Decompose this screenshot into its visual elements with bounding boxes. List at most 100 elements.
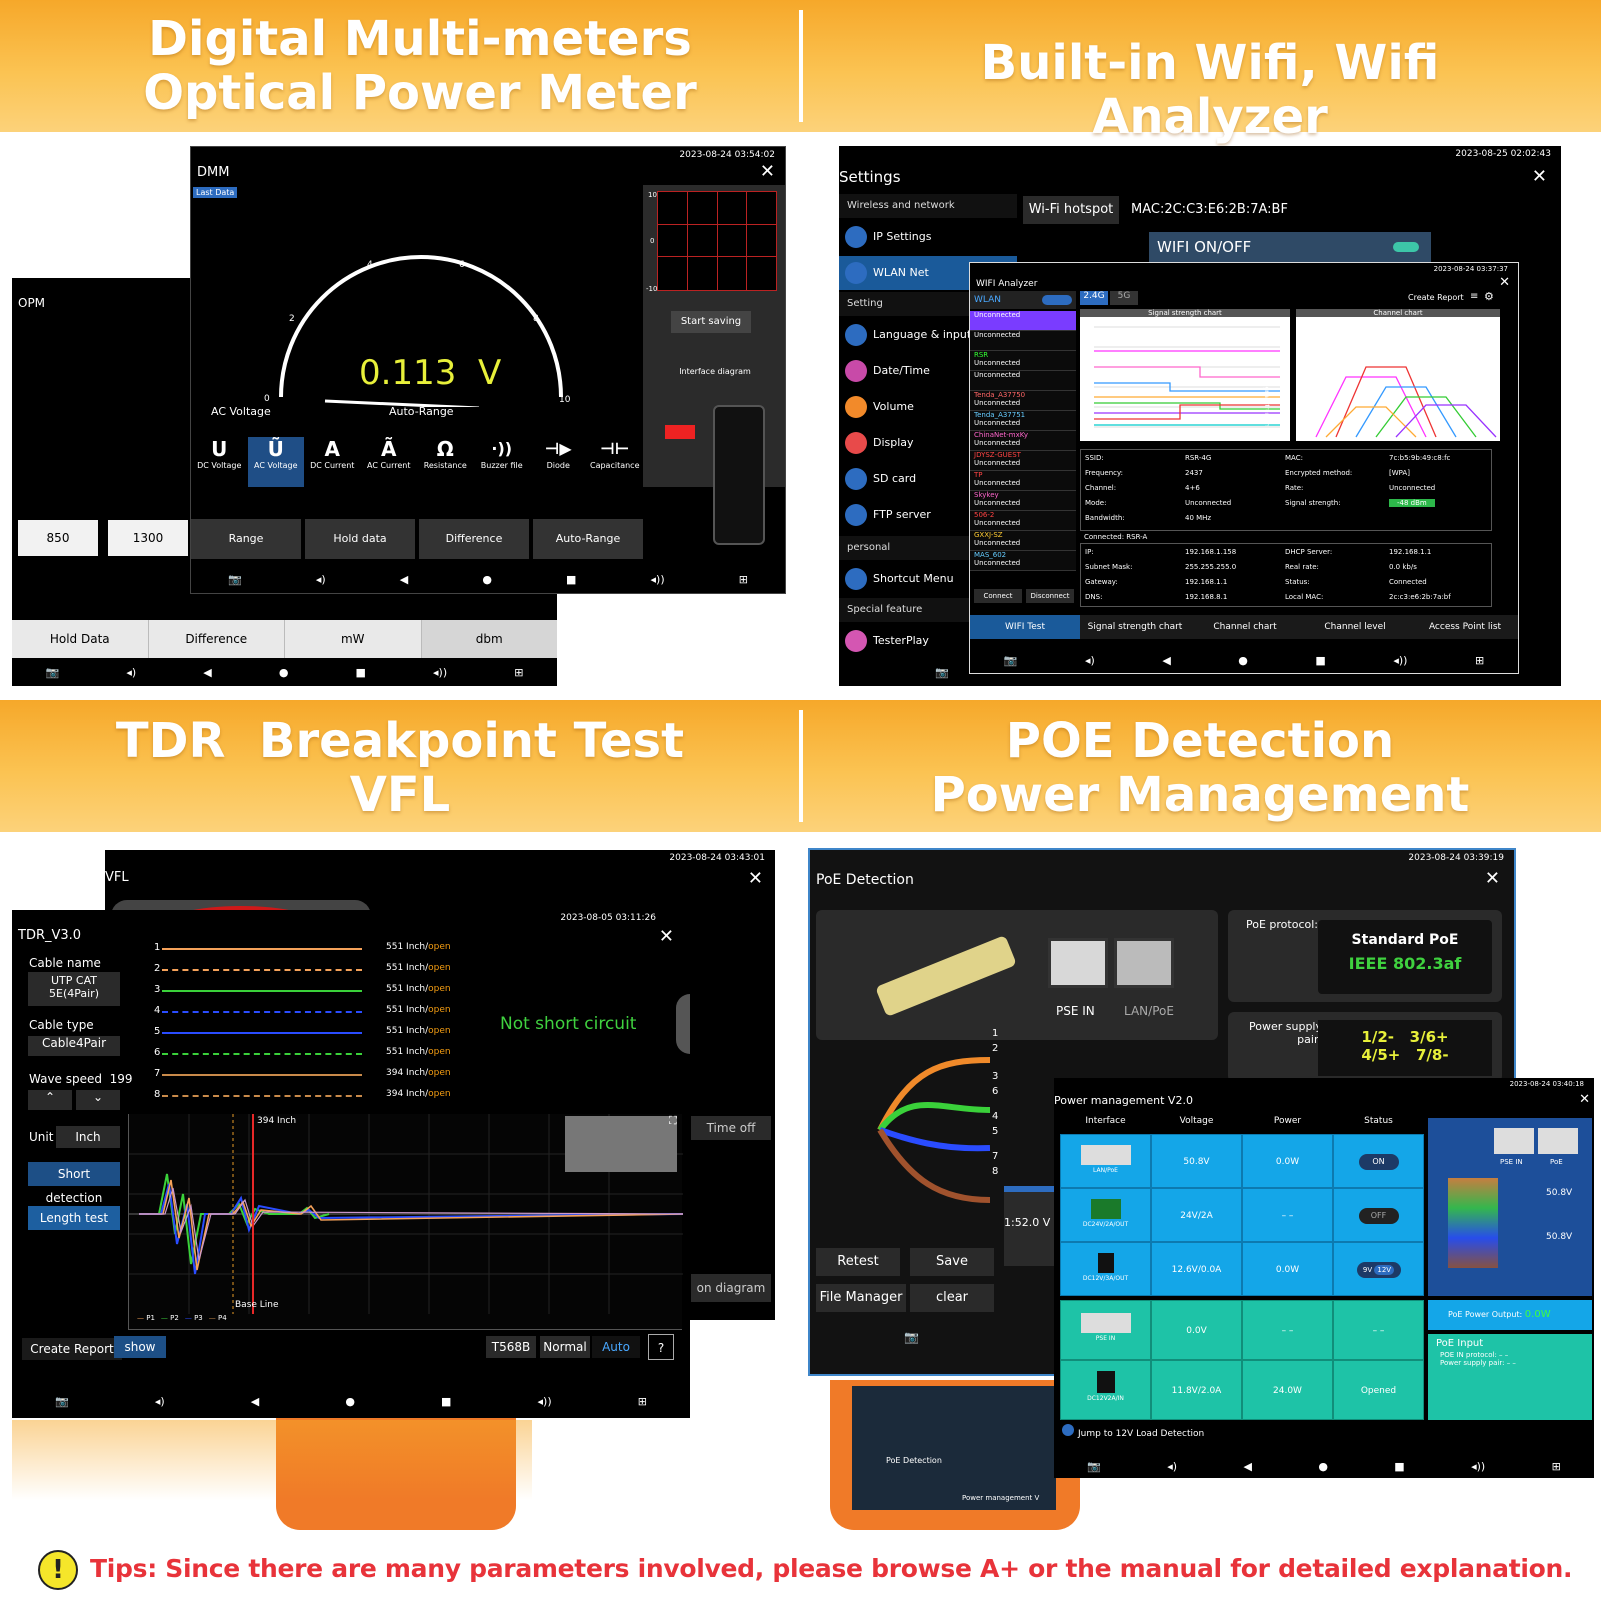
camera-icon[interactable]: 📷 — [1003, 653, 1018, 667]
close-icon[interactable]: ✕ — [658, 926, 674, 947]
volume-up-icon[interactable]: ◂)) — [1471, 1459, 1486, 1473]
filter-icon[interactable]: ≡ — [1470, 291, 1479, 302]
menu-sd-card[interactable]: SD card — [839, 462, 1017, 496]
apps-icon[interactable]: ⊞ — [637, 1394, 647, 1408]
auto-button[interactable]: Auto — [592, 1336, 640, 1358]
cable-type-field[interactable]: Cable4Pair — [28, 1036, 120, 1056]
wlan-item[interactable]: Unconnected — [970, 371, 1076, 391]
show-button[interactable]: show — [114, 1336, 166, 1358]
volume-down-icon[interactable]: ◂) — [1167, 1459, 1178, 1473]
menu-language[interactable]: Language & input — [839, 318, 1017, 352]
back-icon[interactable]: ◀ — [203, 665, 212, 679]
save-button[interactable]: Save — [910, 1248, 994, 1276]
tab-channel-chart[interactable]: Channel chart — [1213, 622, 1277, 632]
close-icon[interactable]: ✕ — [1499, 275, 1510, 290]
opm-tab-difference[interactable]: Difference — [149, 620, 285, 658]
camera-icon[interactable]: 📷 — [904, 1330, 919, 1344]
range-button[interactable]: Range — [191, 519, 301, 559]
camera-icon[interactable]: 📷 — [55, 1394, 69, 1408]
opm-tab-hold-data[interactable]: Hold Data — [12, 620, 149, 658]
close-icon[interactable]: ✕ — [1484, 868, 1500, 889]
back-icon[interactable]: ◀ — [1162, 653, 1171, 667]
back-icon[interactable]: ◀ — [250, 1394, 260, 1408]
menu-volume[interactable]: Volume — [839, 390, 1017, 424]
band-5g-tab[interactable]: 5G — [1110, 291, 1138, 305]
volume-up-icon[interactable]: ◂)) — [1393, 653, 1408, 667]
apps-icon[interactable]: ⊞ — [738, 572, 748, 586]
close-icon[interactable]: ✕ — [759, 161, 775, 182]
home-icon[interactable]: ● — [278, 665, 289, 679]
apps-icon[interactable]: ⊞ — [514, 665, 524, 679]
menu-shortcut[interactable]: Shortcut Menu — [839, 562, 1017, 596]
tab-access-point-list[interactable]: Access Point list — [1428, 622, 1502, 632]
home-icon[interactable]: ● — [1318, 1459, 1328, 1473]
band-2g-tab[interactable]: 2.4G — [1080, 291, 1108, 305]
menu-ip-settings[interactable]: IP Settings — [839, 220, 1017, 254]
jump-link[interactable]: Jump to 12V Load Detection — [1062, 1424, 1204, 1439]
opm-tab-dbm[interactable]: dbm — [421, 620, 557, 658]
volume-up-icon[interactable]: ◂)) — [433, 665, 448, 679]
create-report-button[interactable]: Create Report — [1408, 293, 1464, 302]
menu-display[interactable]: Display — [839, 426, 1017, 460]
wifi-toggle-row[interactable]: WIFI ON/OFF — [1149, 232, 1431, 262]
camera-icon[interactable]: 📷 — [1087, 1459, 1101, 1473]
clear-button[interactable]: clear — [910, 1284, 994, 1312]
hotspot-tab[interactable]: Wi-Fi hotspot — [1023, 196, 1119, 224]
mode-button[interactable]: Normal — [540, 1336, 590, 1358]
file-manager-button[interactable]: File Manager — [816, 1284, 906, 1312]
back-icon[interactable]: ◀ — [399, 572, 409, 586]
camera-icon[interactable]: 📷 — [45, 665, 60, 679]
gear-icon[interactable]: ⚙ — [1484, 290, 1494, 303]
recent-icon[interactable]: ■ — [566, 572, 577, 586]
standard-button[interactable]: T568B — [486, 1336, 536, 1358]
wlan-item[interactable]: Unconnected — [970, 331, 1076, 351]
volume-up-icon[interactable]: ◂)) — [537, 1394, 552, 1408]
wlan-item[interactable]: Unconnected — [970, 311, 1076, 331]
wave-speed-up-button[interactable]: ⌃ — [28, 1090, 72, 1110]
auto-range-button[interactable]: Auto-Range — [533, 519, 643, 559]
mode-diode[interactable]: ⊣▶Diode — [544, 439, 572, 470]
home-icon[interactable]: ● — [482, 572, 492, 586]
menu-ftp-server[interactable]: FTP server — [839, 498, 1017, 532]
opm-wavelength-850[interactable]: 850 — [18, 520, 98, 556]
voltage-toggle[interactable]: 9V 12V — [1356, 1262, 1401, 1278]
retest-button[interactable]: Retest — [816, 1248, 900, 1276]
camera-icon[interactable]: 📷 — [228, 572, 242, 586]
close-icon[interactable]: ✕ — [1531, 166, 1547, 187]
opm-wavelength-1300[interactable]: 1300 — [108, 520, 188, 556]
hold-data-button[interactable]: Hold data — [305, 519, 415, 559]
cable-name-field[interactable]: UTP CAT 5E(4Pair) — [28, 972, 120, 1006]
opm-tab-mw[interactable]: mW — [285, 620, 422, 658]
mode-capacitance[interactable]: ⊣⊢Capacitance — [589, 439, 640, 470]
time-off-button[interactable]: Time off — [691, 1116, 771, 1140]
wave-speed-down-button[interactable]: ⌄ — [76, 1090, 120, 1110]
recent-icon[interactable]: ■ — [441, 1394, 452, 1408]
create-report-button[interactable]: Create Report — [22, 1338, 122, 1360]
expand-icon[interactable]: ⛶ — [669, 1114, 677, 1127]
diagram-button[interactable]: on diagram — [691, 1274, 771, 1302]
on-toggle[interactable]: ON — [1358, 1154, 1399, 1170]
unit-field[interactable]: Inch — [56, 1126, 120, 1148]
waveform-thumbnail[interactable] — [565, 1116, 677, 1172]
camera-icon[interactable]: 📷 — [935, 665, 949, 679]
tab-channel-level[interactable]: Channel level — [1324, 622, 1386, 632]
volume-up-icon[interactable]: ◂)) — [650, 572, 665, 586]
disconnect-button[interactable]: Disconnect — [1026, 589, 1074, 603]
toggle-switch[interactable] — [1393, 242, 1419, 252]
volume-down-icon[interactable]: ◂) — [126, 665, 137, 679]
close-icon[interactable]: ✕ — [747, 868, 763, 889]
home-icon[interactable]: ● — [1238, 653, 1248, 667]
